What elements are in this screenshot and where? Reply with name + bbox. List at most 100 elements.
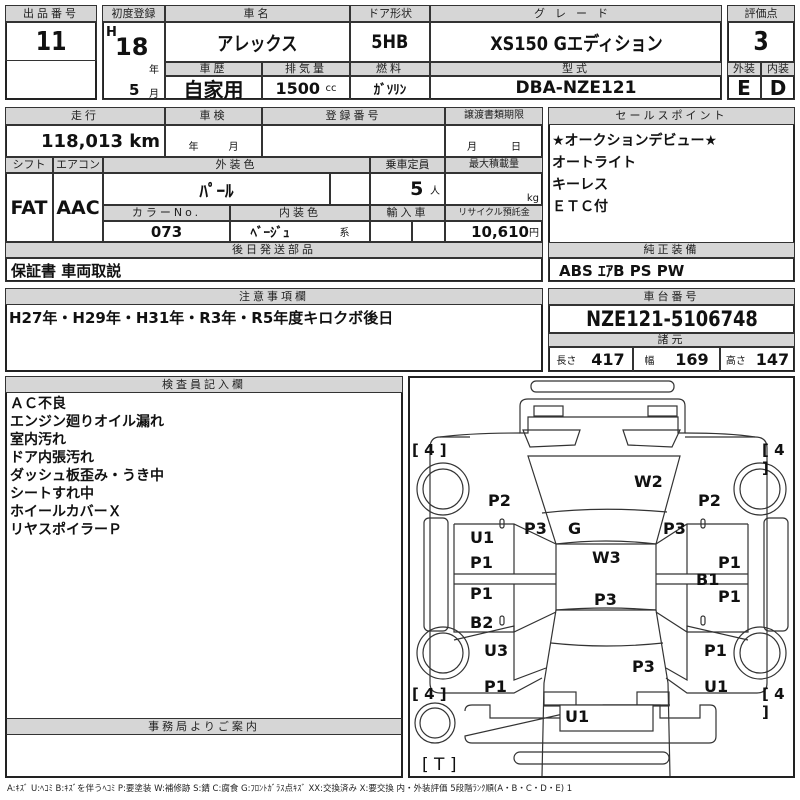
tire-rr: [ 4 ] bbox=[762, 685, 785, 721]
capacity-value: 5 bbox=[410, 178, 424, 200]
month-unit: 月 bbox=[149, 89, 159, 100]
sales-points-label: セールスポイント bbox=[548, 107, 795, 125]
max-load-label: 最大積載量 bbox=[445, 157, 543, 173]
spec-height: 高さ 147 bbox=[720, 347, 795, 372]
chassis-value: NZE121-5106748 bbox=[585, 307, 758, 331]
door-label: ドア形状 bbox=[350, 5, 430, 22]
int-color-unit: 系 bbox=[339, 228, 350, 239]
history-label: 車歴 bbox=[165, 62, 262, 76]
history: 自家用 bbox=[165, 76, 262, 100]
car-name: アレックス bbox=[165, 22, 350, 62]
recycle-unit: 円 bbox=[529, 228, 539, 239]
door: 5HB bbox=[350, 22, 430, 62]
lot-label: 出品番号 bbox=[5, 5, 97, 22]
ac: AAC bbox=[53, 173, 103, 242]
mark: U3 bbox=[484, 641, 509, 660]
transfer-month-unit: 月 bbox=[467, 142, 477, 153]
length-label: 長さ bbox=[556, 356, 577, 367]
car-name-label: 車名 bbox=[165, 5, 350, 22]
car-name-value: アレックス bbox=[217, 32, 298, 55]
later-parts: 保証書 車両取説 bbox=[5, 258, 543, 282]
mark: P1 bbox=[470, 584, 493, 603]
ext-score: E bbox=[727, 76, 761, 100]
inspector-label: 検査員記入欄 bbox=[5, 376, 403, 393]
transfer-day-unit: 日 bbox=[511, 142, 521, 153]
specs-label: 諸元 bbox=[548, 333, 795, 347]
mark: P3 bbox=[632, 657, 655, 676]
length-value: 417 bbox=[591, 350, 625, 369]
damage-diagram: [ 4 ] [ 4 ] [ 4 ] [ 4 ] [ T ] W2 P2 P2 P… bbox=[408, 376, 795, 778]
height-value: 147 bbox=[755, 350, 790, 369]
shift-label: シフト bbox=[5, 157, 53, 173]
sales-point: オートライト bbox=[552, 155, 636, 171]
capacity-label: 乗車定員 bbox=[370, 157, 445, 173]
chassis-label: 車台番号 bbox=[548, 288, 795, 305]
int-score: D bbox=[761, 76, 795, 100]
int-color-label: 内装色 bbox=[230, 205, 370, 221]
year-unit: 年 bbox=[149, 65, 159, 76]
inspector-item: リヤスポイラーＰ bbox=[10, 522, 122, 538]
inspector-item: ＡＣ不良 bbox=[10, 396, 66, 412]
mark: P3 bbox=[524, 519, 547, 538]
int-color: ﾍﾞｰｼﾞｭ系 bbox=[230, 221, 370, 242]
mark: U1 bbox=[704, 677, 729, 696]
mark: U1 bbox=[470, 528, 495, 547]
sales-point: キーレス bbox=[552, 177, 608, 193]
height-label: 高さ bbox=[725, 356, 746, 367]
tire-fr: [ 4 ] bbox=[762, 441, 785, 477]
inspection-label: 車検 bbox=[165, 107, 262, 125]
model-label: 型式 bbox=[430, 62, 722, 76]
reg-no-label: 登録番号 bbox=[262, 107, 445, 125]
spec-length: 長さ 417 bbox=[548, 347, 633, 372]
inspector-list: ＡＣ不良 エンジン廻りオイル漏れ 室内汚れ ドア内張汚れ ダッシュ板歪み・うき中… bbox=[10, 395, 164, 539]
import-label: 輸入車 bbox=[370, 205, 445, 221]
legend: A:ｷｽﾞ U:ﾍｺﾐ B:ｷｽﾞを伴うﾍｺﾐ P:要塗装 W:補修跡 S:錆 … bbox=[7, 784, 573, 794]
month: 5 bbox=[129, 81, 140, 99]
chassis: NZE121-5106748 bbox=[548, 305, 795, 333]
displacement-label: 排気量 bbox=[262, 62, 350, 76]
first-reg: H 18 年 5 月 bbox=[102, 22, 165, 100]
sales-point: ★オークションデビュー★ bbox=[552, 133, 718, 149]
mark: P3 bbox=[663, 519, 686, 538]
tire-rl: [ 4 ] bbox=[412, 685, 447, 703]
notes: H27年・H29年・H31年・R3年・R5年度キロクボ後日 bbox=[9, 309, 394, 327]
capacity: 5 人 bbox=[370, 173, 445, 205]
ext-color-extra bbox=[330, 173, 370, 205]
shift: FAT bbox=[5, 173, 53, 242]
import-b bbox=[412, 221, 445, 242]
ext-label: 外装 bbox=[727, 62, 761, 76]
inspector-item: ドア内張汚れ bbox=[10, 450, 94, 466]
inspector-item: ダッシュ板歪み・うき中 bbox=[10, 468, 164, 484]
displacement-unit: cc bbox=[325, 82, 337, 94]
recycle-value: 10,610 bbox=[471, 222, 529, 241]
max-load-unit: kg bbox=[526, 193, 539, 204]
notes-label: 注意事項欄 bbox=[5, 288, 543, 305]
score-value: 3 bbox=[753, 27, 769, 57]
inspector-item: 室内汚れ bbox=[10, 432, 66, 448]
mark: G bbox=[568, 519, 582, 538]
mark: B1 bbox=[696, 570, 720, 589]
inspection-year-unit: 年 bbox=[188, 142, 199, 153]
import-a bbox=[370, 221, 412, 242]
mark: P1 bbox=[704, 641, 727, 660]
displacement: 1500 cc bbox=[262, 76, 350, 100]
transfer: 月日 bbox=[445, 125, 543, 157]
year: 18 bbox=[115, 33, 149, 61]
later-parts-label: 後日発送部品 bbox=[5, 242, 543, 258]
mark: P2 bbox=[488, 491, 511, 510]
ext-color: ﾊﾟｰﾙ bbox=[103, 173, 330, 205]
displacement-value: 1500 bbox=[275, 78, 320, 98]
ext-color-label: 外装色 bbox=[103, 157, 370, 173]
score: 3 bbox=[727, 22, 795, 62]
width-label: 幅 bbox=[644, 356, 655, 367]
recycle-label: リサイクル預託金 bbox=[445, 205, 543, 221]
ac-label: エアコン bbox=[53, 157, 103, 173]
tire-fl: [ 4 ] bbox=[412, 441, 447, 459]
inspection-month-unit: 月 bbox=[228, 142, 239, 153]
transfer-label: 譲渡書類期限 bbox=[445, 107, 543, 125]
era: H bbox=[106, 25, 117, 40]
inspector-item: シートすれ中 bbox=[10, 486, 94, 502]
score-label: 評価点 bbox=[727, 5, 795, 22]
